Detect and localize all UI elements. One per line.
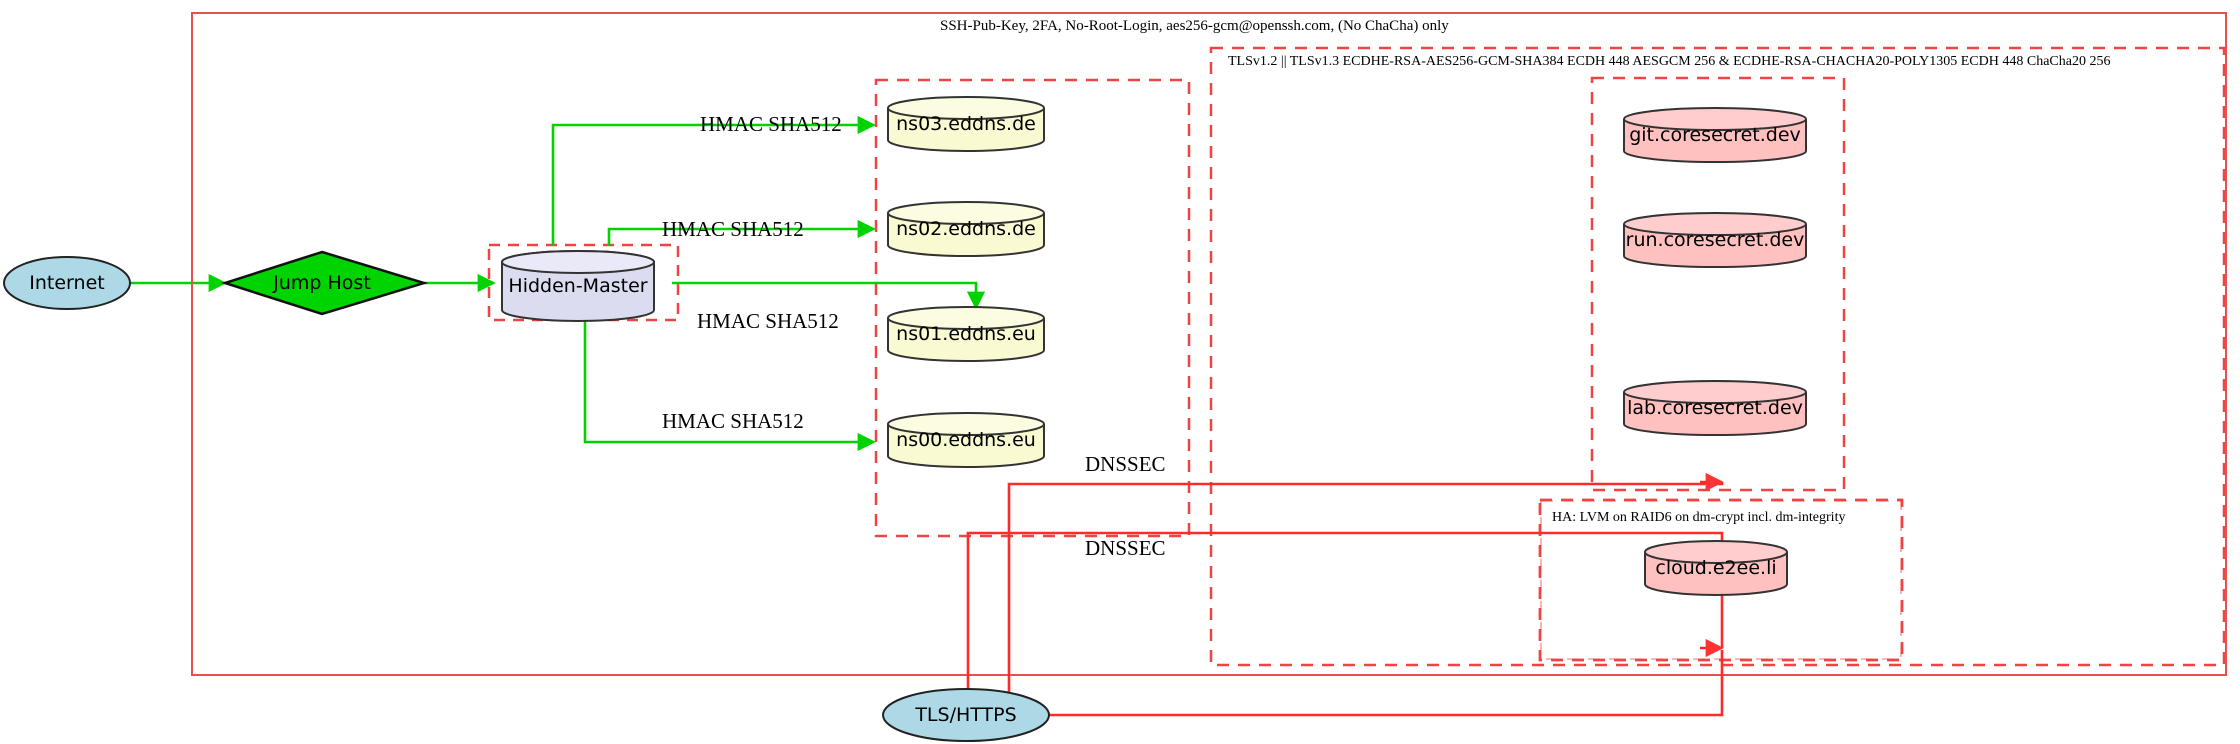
dns-boundary-box	[874, 78, 1191, 538]
edge-label-dnssec-lower: DNSSEC	[1085, 536, 1166, 560]
edge-hiddenmaster-ns02	[607, 219, 876, 245]
tls-boundary-box	[1209, 46, 2226, 667]
node-lab-shape	[1623, 380, 1807, 436]
edge-label-hmac-ns00: HMAC SHA512	[662, 409, 804, 433]
node-git-shape	[1623, 107, 1807, 163]
edge-tls-https-right	[1049, 650, 1724, 717]
edge-hiddenmaster-ns01	[672, 281, 986, 310]
ssh-boundary-label: SSH-Pub-Key, 2FA, No-Root-Login, aes256-…	[940, 18, 1449, 34]
edge-label-hmac-ns03: HMAC SHA512	[700, 112, 842, 136]
edge-dnssec-lower	[966, 531, 1724, 715]
node-ns00-shape	[887, 412, 1045, 468]
node-cloud-shape	[1644, 540, 1788, 596]
edge-hiddenmaster-ns00	[583, 320, 876, 452]
edge-label-hmac-ns01: HMAC SHA512	[697, 309, 839, 333]
edge-label-hmac-ns02: HMAC SHA512	[662, 217, 804, 241]
node-internet-shape	[3, 256, 131, 310]
edge-hiddenmaster-ns03	[551, 115, 876, 245]
ssh-boundary-box	[191, 12, 2227, 676]
node-ns01-shape	[887, 306, 1045, 362]
edge-label-dnssec-upper: DNSSEC	[1085, 452, 1166, 476]
coresecret-boundary-box	[1590, 76, 1846, 492]
tls-boundary-label: TLSv1.2 || TLSv1.3 ECDHE-RSA-AES256-GCM-…	[1228, 54, 2111, 69]
node-run-shape	[1623, 212, 1807, 268]
node-ns03-shape	[887, 96, 1045, 152]
ha-boundary-label: HA: LVM on RAID6 on dm-crypt incl. dm-in…	[1552, 510, 1846, 525]
node-jumphost-shape	[220, 250, 429, 316]
node-ns02-shape	[887, 201, 1045, 257]
node-hidden-master-shape	[501, 250, 655, 322]
node-tls-https-shape	[882, 688, 1050, 742]
